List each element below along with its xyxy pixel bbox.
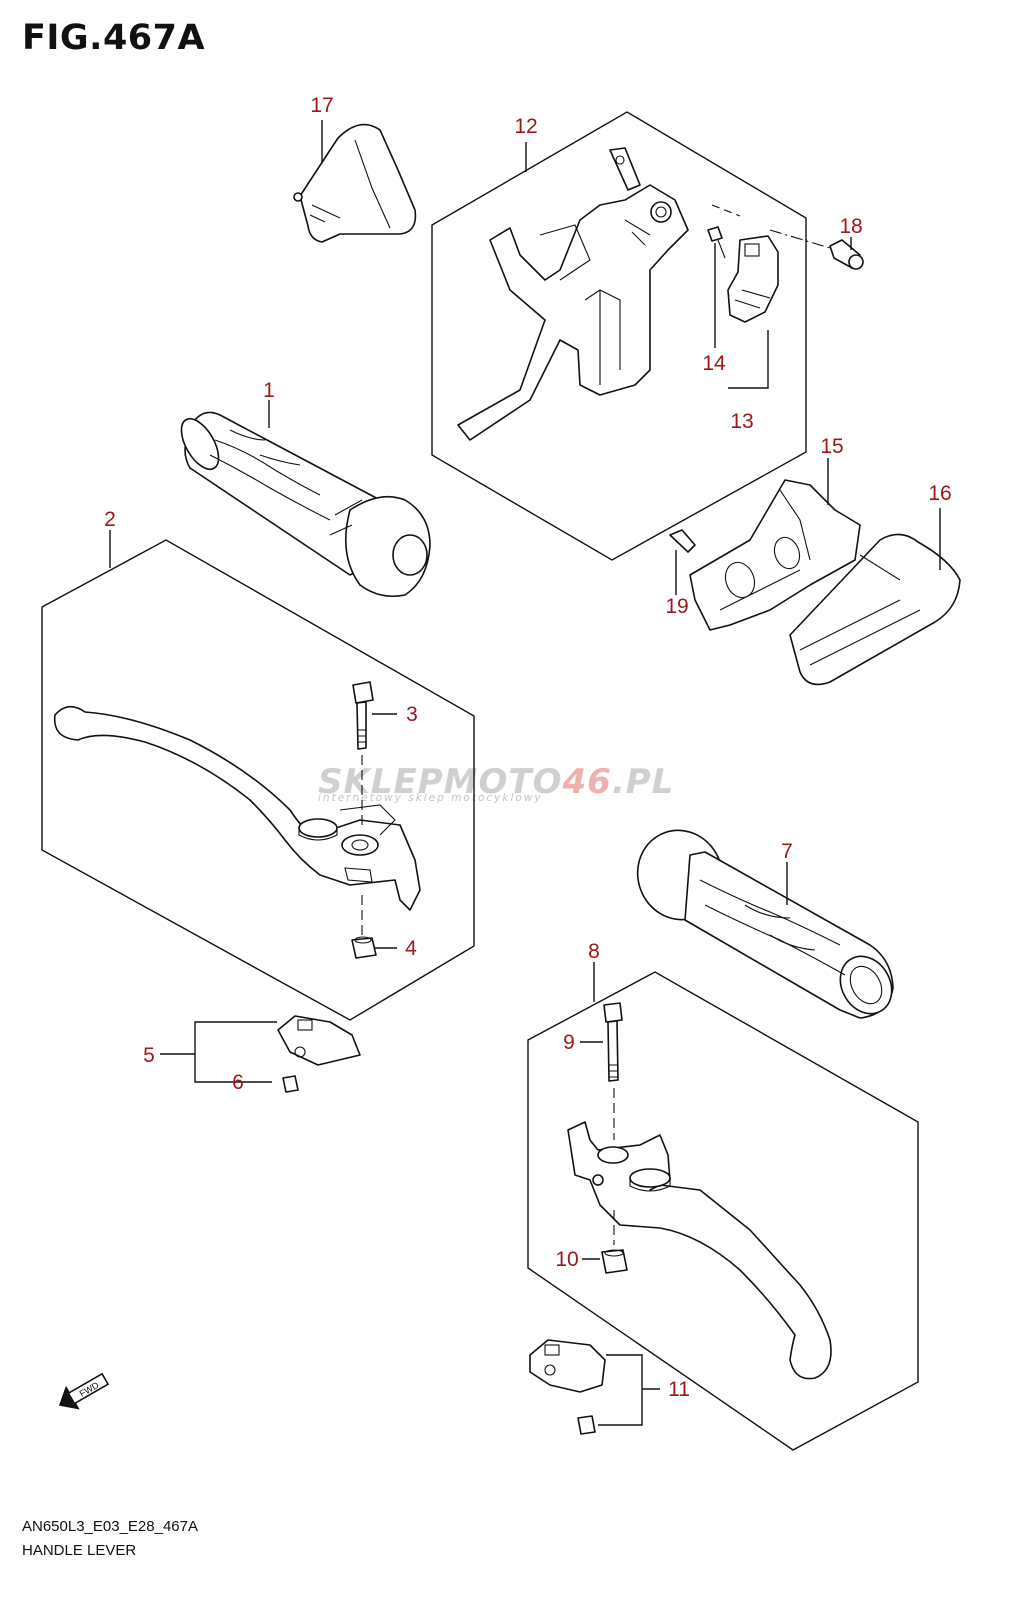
callout-8: 8 xyxy=(588,940,600,963)
part-13-switch xyxy=(727,235,779,323)
fwd-arrow-icon: FWD xyxy=(58,1372,110,1410)
part-7-grip xyxy=(636,829,894,1019)
frame-assembly-2 xyxy=(41,539,475,1021)
frame-assembly-8 xyxy=(527,971,919,1451)
watermark: SKLEPMOTO46.PL xyxy=(318,762,674,802)
callout-6: 6 xyxy=(232,1071,244,1094)
callout-10: 10 xyxy=(555,1248,578,1271)
callout-19: 19 xyxy=(665,595,688,618)
watermark-tagline: internetowy sklep motocyklowy xyxy=(318,792,543,804)
part-14-screw xyxy=(707,226,726,259)
callout-14: 14 xyxy=(702,352,726,375)
part-19-screw xyxy=(669,529,696,553)
callout-12: 12 xyxy=(514,115,537,138)
callout-4: 4 xyxy=(405,937,417,960)
callout-labels: 1 2 3 4 5 6 7 8 9 10 11 12 13 14 15 16 1… xyxy=(104,94,952,1401)
callout-13: 13 xyxy=(730,410,753,433)
callout-7: 7 xyxy=(781,840,793,863)
part-8-lever xyxy=(567,1121,832,1380)
part-12-bracket xyxy=(457,147,831,441)
watermark-part-c: .PL xyxy=(611,762,675,802)
figure-title: FIG.467A xyxy=(22,18,206,58)
callout-9: 9 xyxy=(563,1031,575,1054)
part-4-nut xyxy=(351,936,377,959)
part-3-bolt xyxy=(352,681,374,935)
part-10-nut xyxy=(601,1249,628,1274)
callout-2: 2 xyxy=(104,508,116,531)
part-17-guard xyxy=(293,123,417,243)
watermark-part-a: SKLEPMOTO xyxy=(318,762,563,802)
part-2-lever xyxy=(53,705,421,911)
callout-1: 1 xyxy=(263,379,275,402)
callout-15: 15 xyxy=(820,435,843,458)
callout-18: 18 xyxy=(839,215,862,238)
callout-3: 3 xyxy=(406,703,418,726)
frame-assembly-12 xyxy=(431,111,807,561)
part-9-bolt xyxy=(603,1002,623,1245)
leader-lines xyxy=(109,120,941,1426)
part-1-grip xyxy=(180,411,431,598)
callout-16: 16 xyxy=(928,482,951,505)
callout-11: 11 xyxy=(668,1378,690,1401)
figure-code: AN650L3_E03_E28_467A xyxy=(22,1518,198,1535)
part-11-switch xyxy=(529,1339,606,1435)
part-5-switch xyxy=(277,1015,361,1066)
part-15-housing xyxy=(689,479,861,631)
figure-name: HANDLE LEVER xyxy=(22,1542,137,1559)
part-6-screw xyxy=(282,1075,299,1093)
callout-5: 5 xyxy=(143,1044,155,1067)
watermark-part-b: 46 xyxy=(562,762,612,802)
part-16-cover xyxy=(789,533,961,686)
part-18-bolt xyxy=(829,239,864,270)
callout-17: 17 xyxy=(310,94,333,117)
